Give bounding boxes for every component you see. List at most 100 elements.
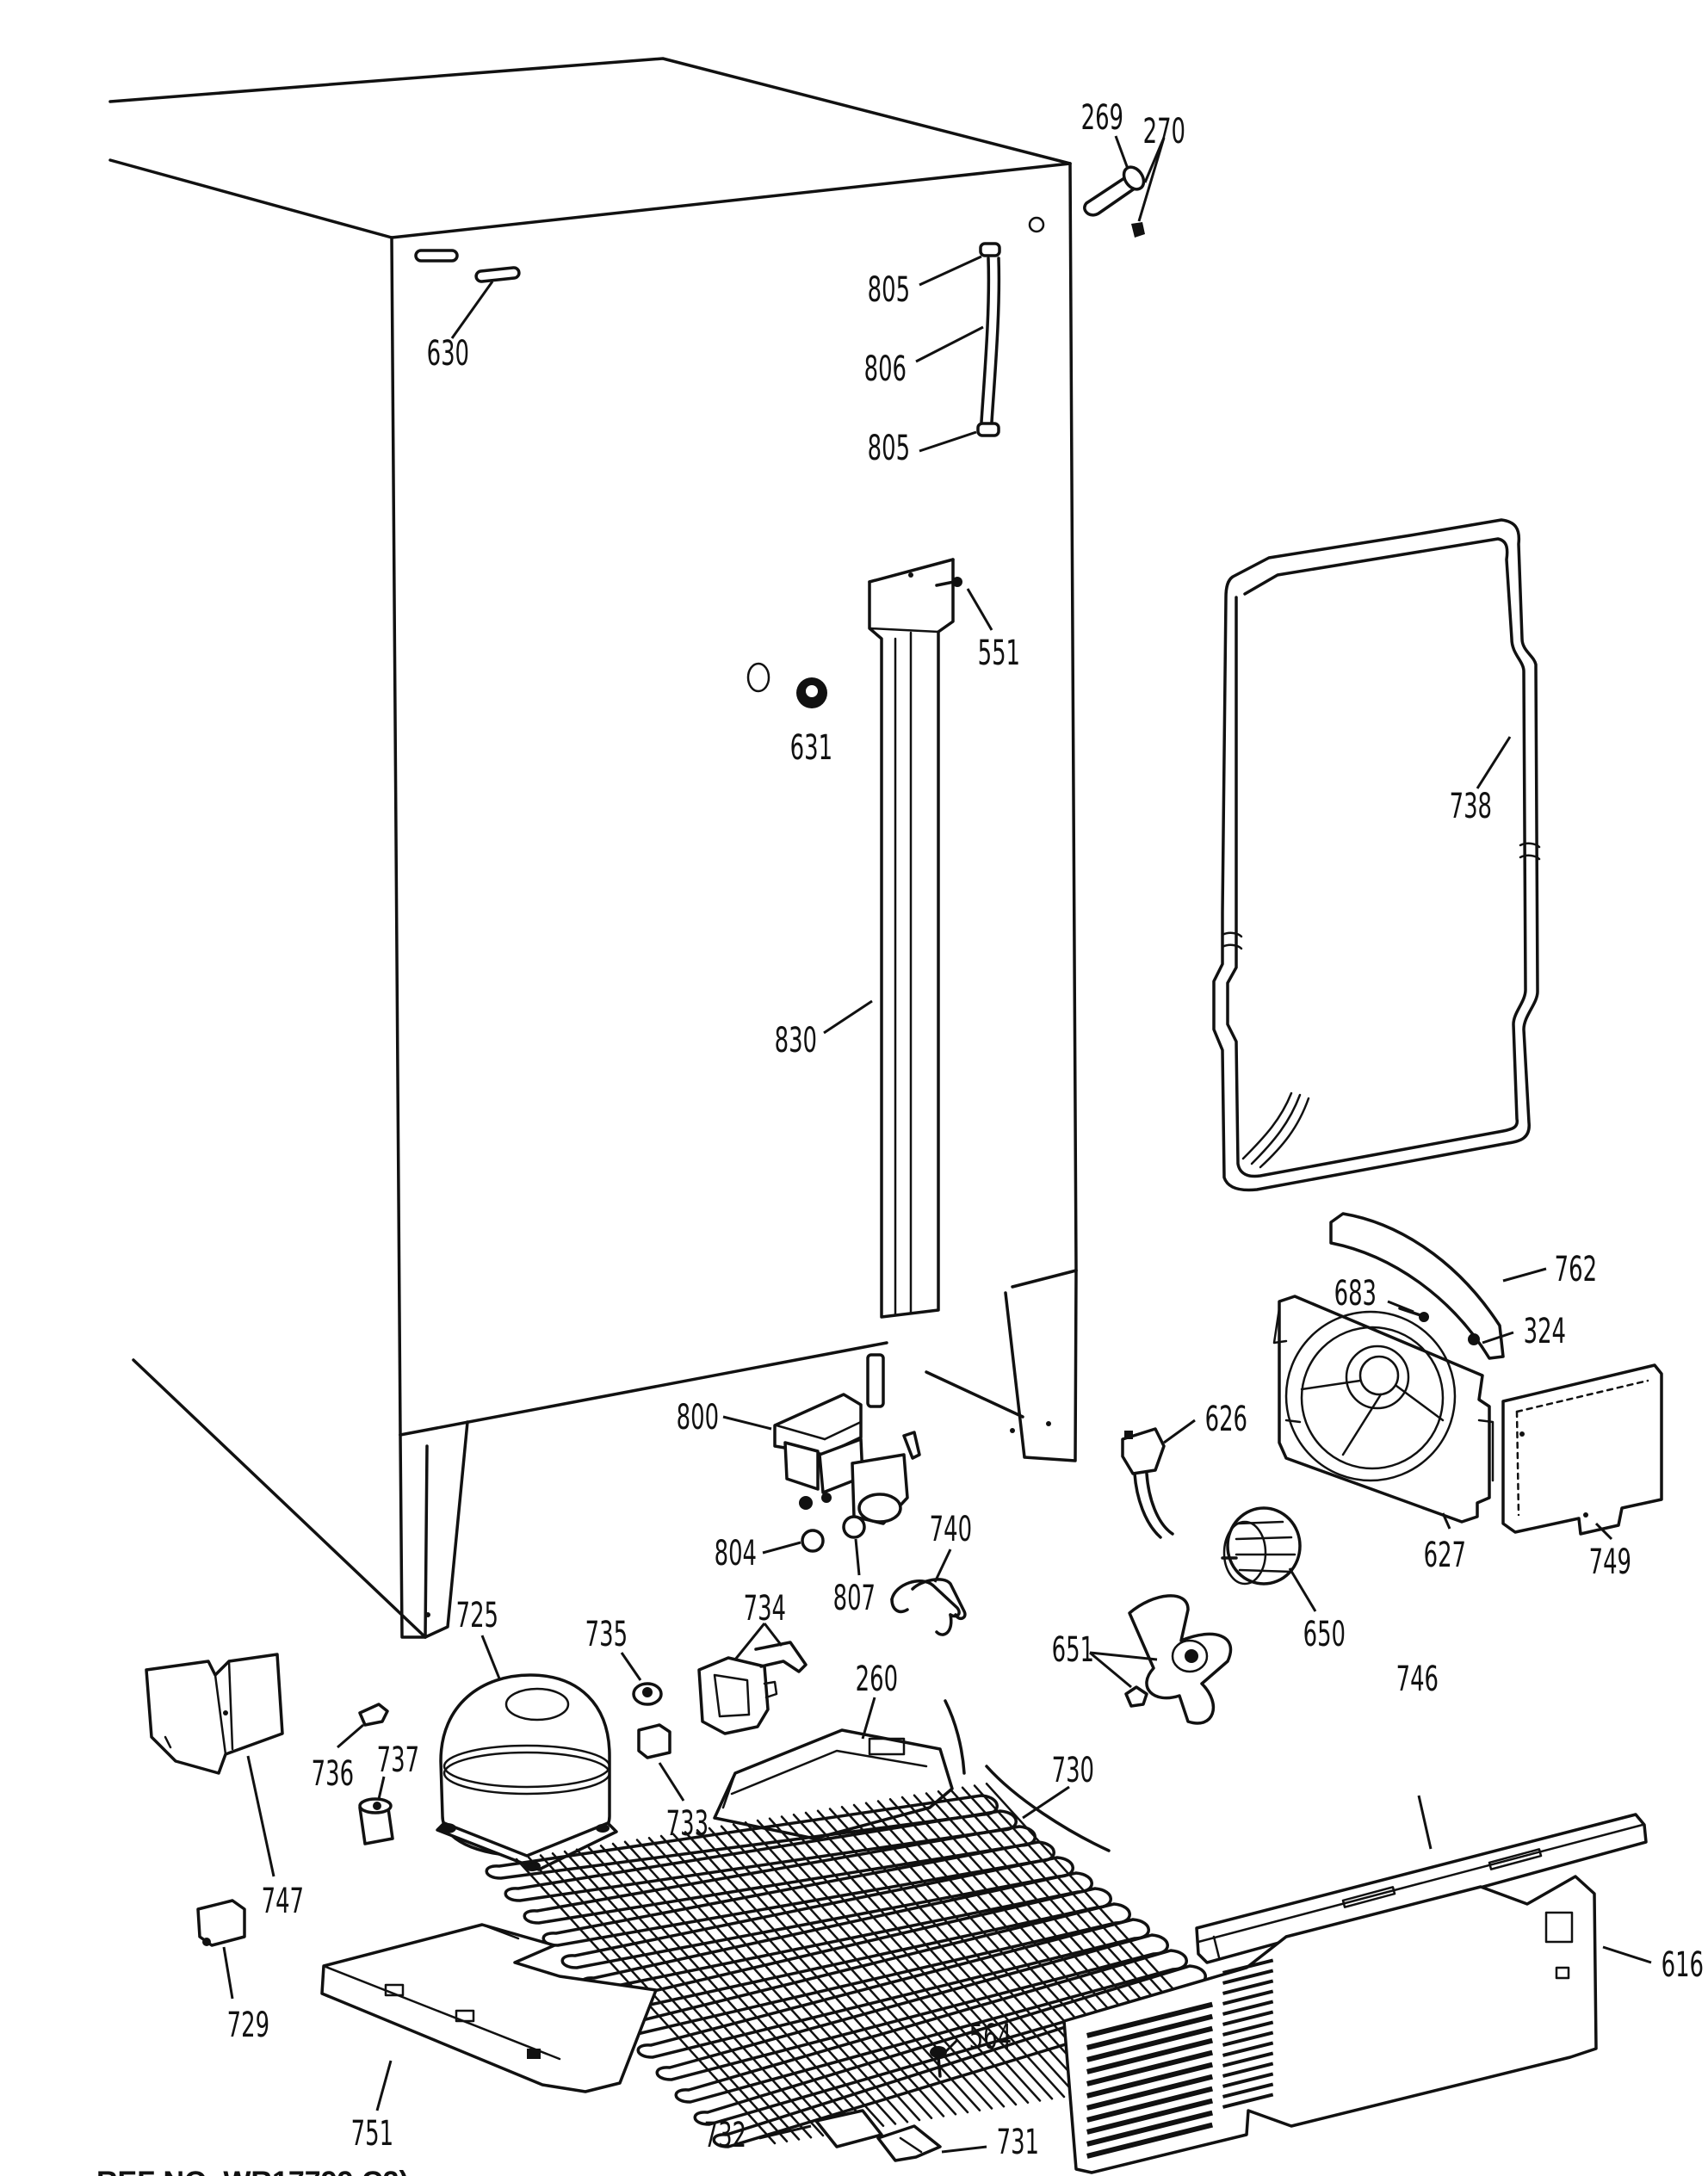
- part-804-nut: [762, 1529, 825, 1555]
- label-564: 564: [969, 2018, 1012, 2057]
- grille-slot: [1086, 2086, 1213, 2123]
- part-651-fan-blade: [1089, 1594, 1233, 1725]
- part-830-mullion: [823, 558, 955, 1319]
- grille-slot: [1222, 2031, 1274, 2047]
- coil-fin: [623, 1840, 885, 2127]
- coil-fin: [647, 1837, 909, 2123]
- label-747: 747: [262, 1882, 304, 1921]
- coil-fin: [732, 1823, 993, 2110]
- coil-fin: [587, 1846, 849, 2133]
- label-804: 804: [715, 1534, 757, 1573]
- label-626: 626: [1205, 1400, 1247, 1439]
- part-746-front-rail: [1195, 1795, 1648, 1964]
- label-730: 730: [1052, 1751, 1094, 1790]
- part-734-bracket: [697, 1623, 808, 1735]
- grille-slot: [1222, 2010, 1274, 2026]
- part-733-terminal: [637, 1723, 685, 1802]
- label-651: 651: [1052, 1630, 1094, 1670]
- grille-slot: [1222, 1979, 1274, 1995]
- label-269: 269: [1081, 98, 1123, 138]
- coil-fin: [563, 1850, 825, 2137]
- coil-fin: [551, 1852, 813, 2139]
- part-747-cover: [145, 1653, 284, 1877]
- grille-slot: [1086, 2049, 1213, 2086]
- label-751: 751: [351, 2114, 393, 2154]
- label-631: 631: [790, 728, 832, 768]
- coil-tube: [674, 1949, 1188, 2104]
- grille-slot: [1086, 2025, 1213, 2062]
- grille-slot: [1222, 2082, 1274, 2099]
- label-737: 737: [377, 1740, 419, 1780]
- coil-fin: [780, 1815, 1042, 2102]
- grille-slot: [1222, 2000, 1274, 2016]
- coil-fin: [527, 1856, 789, 2142]
- coil-fin: [828, 1808, 1090, 2094]
- label-324: 324: [1524, 1312, 1566, 1351]
- coil-fin: [816, 1809, 1078, 2096]
- part-736-clip: [337, 1703, 389, 1749]
- part-737-plug: [358, 1776, 394, 1845]
- grille-slot: [1222, 2051, 1274, 2068]
- coil-fin: [684, 1831, 945, 2117]
- part-740-clips: [890, 1549, 967, 1636]
- label-627: 627: [1424, 1536, 1466, 1575]
- coil-fin: [696, 1829, 957, 2116]
- label-806: 806: [864, 349, 907, 389]
- label-683: 683: [1334, 1274, 1377, 1314]
- label-650: 650: [1303, 1615, 1346, 1654]
- label-733: 733: [666, 1804, 709, 1844]
- label-616: 616: [1662, 1945, 1704, 1985]
- part-616-grille: [1062, 1875, 1652, 2174]
- grille-slot: [1086, 2013, 1213, 2050]
- part-631-grommet: [796, 677, 827, 708]
- label-762: 762: [1555, 1250, 1597, 1289]
- part-735-grommet: [620, 1652, 663, 1706]
- label-830: 830: [775, 1021, 817, 1060]
- part-762-strip: [1329, 1212, 1547, 1360]
- grille-slot: [1222, 2072, 1274, 2088]
- grille-slot: [1086, 2110, 1213, 2147]
- part-627-fan-shroud: [1272, 1295, 1494, 1530]
- grille-slot: [1222, 2041, 1274, 2057]
- label-734: 734: [744, 1589, 786, 1629]
- part-551-screw: [935, 577, 993, 631]
- label-735: 735: [585, 1615, 628, 1654]
- grille-slot: [1222, 1969, 1274, 1985]
- coil-fin: [708, 1827, 969, 2114]
- grille-slot: [1086, 2098, 1213, 2135]
- part-800-water-valve: [722, 1353, 921, 1525]
- label-260: 260: [856, 1660, 898, 1699]
- label-805-bottom: 805: [868, 429, 910, 468]
- label-807: 807: [833, 1579, 876, 1618]
- refrigerator-cabinet: [108, 57, 1078, 1639]
- label-740: 740: [930, 1510, 972, 1549]
- grille-slot: [1222, 1989, 1274, 2006]
- grille-slot: [1086, 2074, 1213, 2111]
- coil-fin: [659, 1834, 921, 2122]
- label-731: 731: [997, 2123, 1039, 2162]
- grille-slot: [1086, 2037, 1213, 2074]
- label-738: 738: [1450, 787, 1492, 826]
- part-564-screw: [930, 2038, 959, 2078]
- footer-reference: REF NO. WR17799 C2): [96, 2166, 409, 2176]
- part-630-slots: [414, 249, 521, 339]
- coil-fin: [720, 1825, 981, 2111]
- coil-fin: [635, 1839, 897, 2125]
- coil-fin: [744, 1821, 1006, 2108]
- part-650-fan-motor: [1221, 1506, 1317, 1612]
- label-725: 725: [456, 1596, 498, 1635]
- label-749: 749: [1589, 1542, 1631, 1582]
- coil-fin: [671, 1833, 933, 2119]
- label-800: 800: [677, 1398, 719, 1437]
- grille-slot: [1086, 2062, 1213, 2099]
- coil-fin: [792, 1814, 1054, 2100]
- grille-slot: [1086, 2001, 1213, 2038]
- coil-fin: [611, 1842, 873, 2130]
- label-736: 736: [312, 1754, 354, 1794]
- label-270: 270: [1143, 112, 1185, 151]
- part-725-compressor: [436, 1635, 618, 1871]
- label-746: 746: [1396, 1660, 1439, 1699]
- grille-slot: [1222, 2093, 1274, 2109]
- coil-fin: [575, 1848, 837, 2135]
